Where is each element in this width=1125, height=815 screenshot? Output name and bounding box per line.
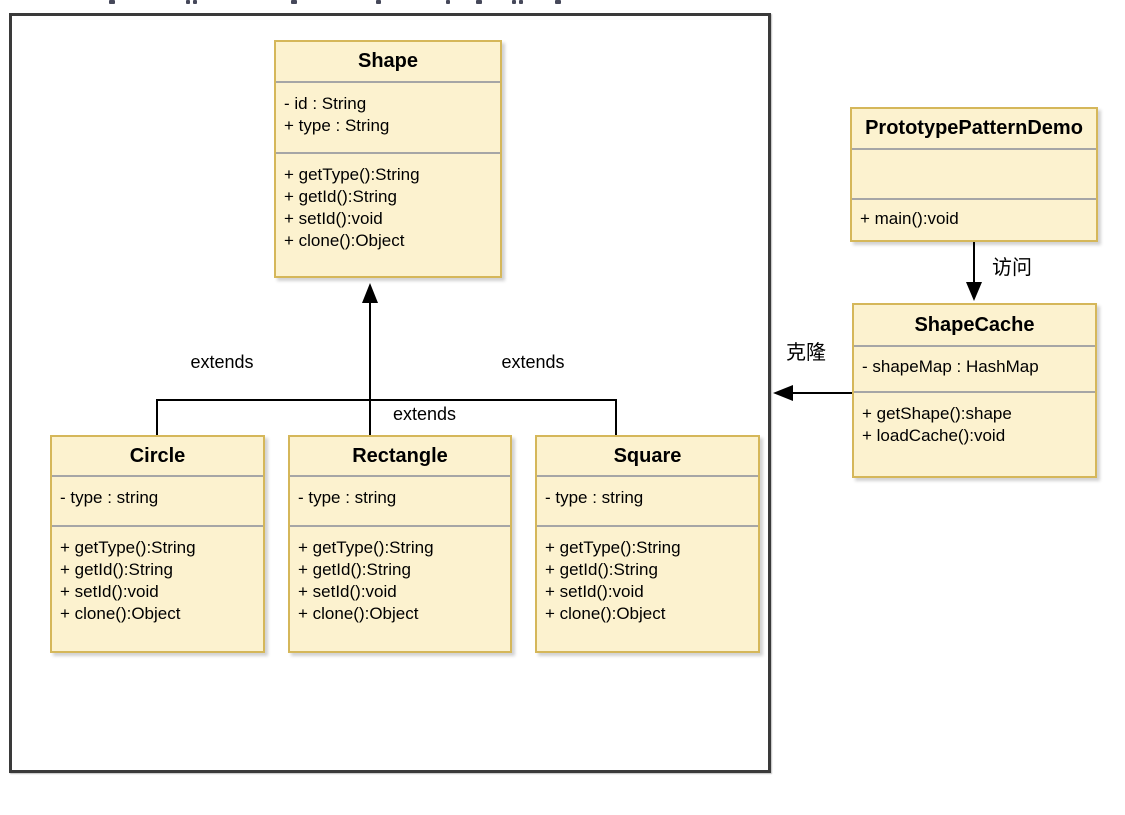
extends-label-right: extends: [501, 352, 565, 372]
class-methods: + getShape():shape + loadCache():void: [854, 391, 1095, 476]
class-title: Shape: [357, 50, 419, 72]
class-attributes: - id : String + type : String: [276, 81, 500, 152]
class-attributes: - type : string: [290, 475, 510, 525]
class-title: Square: [613, 444, 682, 467]
class-attributes: [852, 148, 1096, 198]
clone-label: 克隆: [786, 342, 826, 364]
clipped-text-fragment: [512, 0, 516, 4]
clipped-text-fragment: [109, 0, 115, 4]
clipped-text-fragment: [291, 0, 297, 4]
class-methods: + getType():String + getId():String + se…: [52, 525, 263, 651]
extends-label-left: extends: [190, 352, 254, 372]
class-title: Circle: [129, 444, 186, 467]
class-attributes: - shapeMap : HashMap: [854, 345, 1095, 391]
method: + clone():Object: [298, 604, 419, 623]
class-title: Rectangle: [352, 444, 448, 467]
method: + getType():String: [298, 538, 434, 557]
clipped-text-fragment: [476, 0, 482, 4]
clipped-text-fragment: [555, 0, 561, 4]
visit-label: 访问: [992, 257, 1032, 279]
class-box-square: Square - type : string + getType():Strin…: [535, 435, 760, 653]
extends-label-middle: extends: [393, 404, 457, 424]
class-methods: + main():void: [852, 198, 1096, 240]
clipped-text-fragment: [193, 0, 197, 4]
attribute: + type : String: [284, 116, 390, 135]
clone-arrowhead: [773, 385, 793, 401]
class-box-circle: Circle - type : string + getType():Strin…: [50, 435, 265, 653]
clipped-text-fragment: [376, 0, 381, 4]
method: + main():void: [860, 209, 959, 228]
method: + getShape():shape: [862, 404, 1012, 423]
attribute: - type : string: [60, 488, 159, 507]
method: + setId():void: [284, 209, 383, 228]
method: + getType():String: [284, 165, 420, 184]
method: + setId():void: [545, 582, 644, 601]
method: + clone():Object: [60, 604, 181, 623]
attribute: - type : string: [545, 488, 644, 507]
method: + setId():void: [298, 582, 397, 601]
class-title: ShapeCache: [914, 313, 1035, 336]
method: + getType():String: [545, 538, 681, 557]
method: + setId():void: [60, 582, 159, 601]
method: + getId():String: [60, 560, 173, 579]
method: + loadCache():void: [862, 426, 1006, 445]
class-attributes: - type : string: [52, 475, 263, 525]
clipped-text-fragment: [446, 0, 450, 4]
pattern-boundary-frame: [9, 13, 771, 773]
method: + getType():String: [60, 538, 196, 557]
method: + getId():String: [545, 560, 658, 579]
class-methods: + getType():String + getId():String + se…: [276, 152, 500, 276]
class-box-rectangle: Rectangle - type : string + getType():St…: [288, 435, 512, 653]
class-title: PrototypePatternDemo: [865, 117, 1083, 139]
class-attributes: - type : string: [537, 475, 758, 525]
method: + clone():Object: [284, 231, 405, 250]
clipped-text-fragment: [186, 0, 190, 4]
class-box-shape: Shape - id : String + type : String + ge…: [274, 40, 502, 278]
attribute: - type : string: [298, 488, 397, 507]
method: + getId():String: [284, 187, 397, 206]
method: + clone():Object: [545, 604, 666, 623]
attribute: - shapeMap : HashMap: [862, 357, 1039, 376]
method: + getId():String: [298, 560, 411, 579]
visit-arrowhead: [966, 282, 982, 301]
class-methods: + getType():String + getId():String + se…: [537, 525, 758, 651]
class-box-shape-cache: ShapeCache - shapeMap : HashMap + getSha…: [852, 303, 1097, 478]
clipped-text-fragment: [519, 0, 523, 4]
class-methods: + getType():String + getId():String + se…: [290, 525, 510, 651]
class-box-prototype-pattern-demo: PrototypePatternDemo + main():void: [850, 107, 1098, 242]
attribute: - id : String: [284, 94, 367, 113]
